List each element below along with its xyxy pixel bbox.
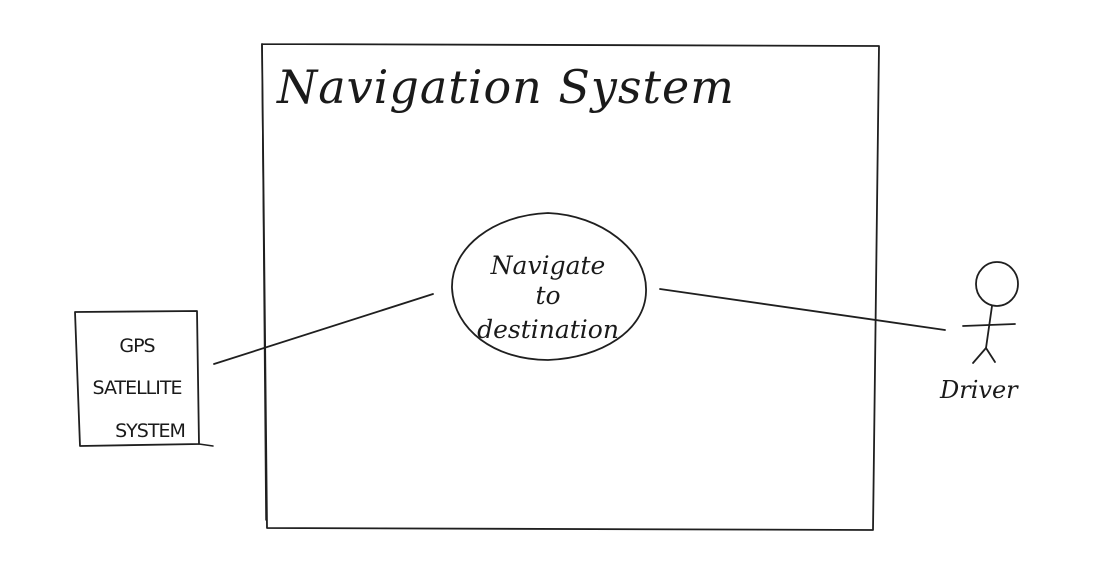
actor-driver: Driver bbox=[939, 261, 1019, 404]
external-system-label-line1: GPS bbox=[119, 335, 154, 357]
system-boundary bbox=[261, 43, 880, 531]
use-case-label-line2: to bbox=[535, 281, 560, 310]
use-case-navigate-to-destination: Navigate to destination bbox=[451, 212, 647, 361]
external-system-gps: GPS SATELLITE SYSTEM bbox=[74, 310, 214, 447]
association-driver-to-use-case bbox=[659, 288, 946, 331]
system-title: Navigation System bbox=[276, 60, 735, 114]
external-system-label-line2: SATELLITE bbox=[93, 377, 182, 399]
use-case-label-line3: destination bbox=[477, 315, 619, 344]
actor-label: Driver bbox=[939, 376, 1019, 404]
external-system-label-line3: SYSTEM bbox=[115, 420, 185, 442]
use-case-label-line1: Navigate bbox=[490, 251, 606, 280]
association-gps-to-use-case bbox=[213, 293, 434, 365]
